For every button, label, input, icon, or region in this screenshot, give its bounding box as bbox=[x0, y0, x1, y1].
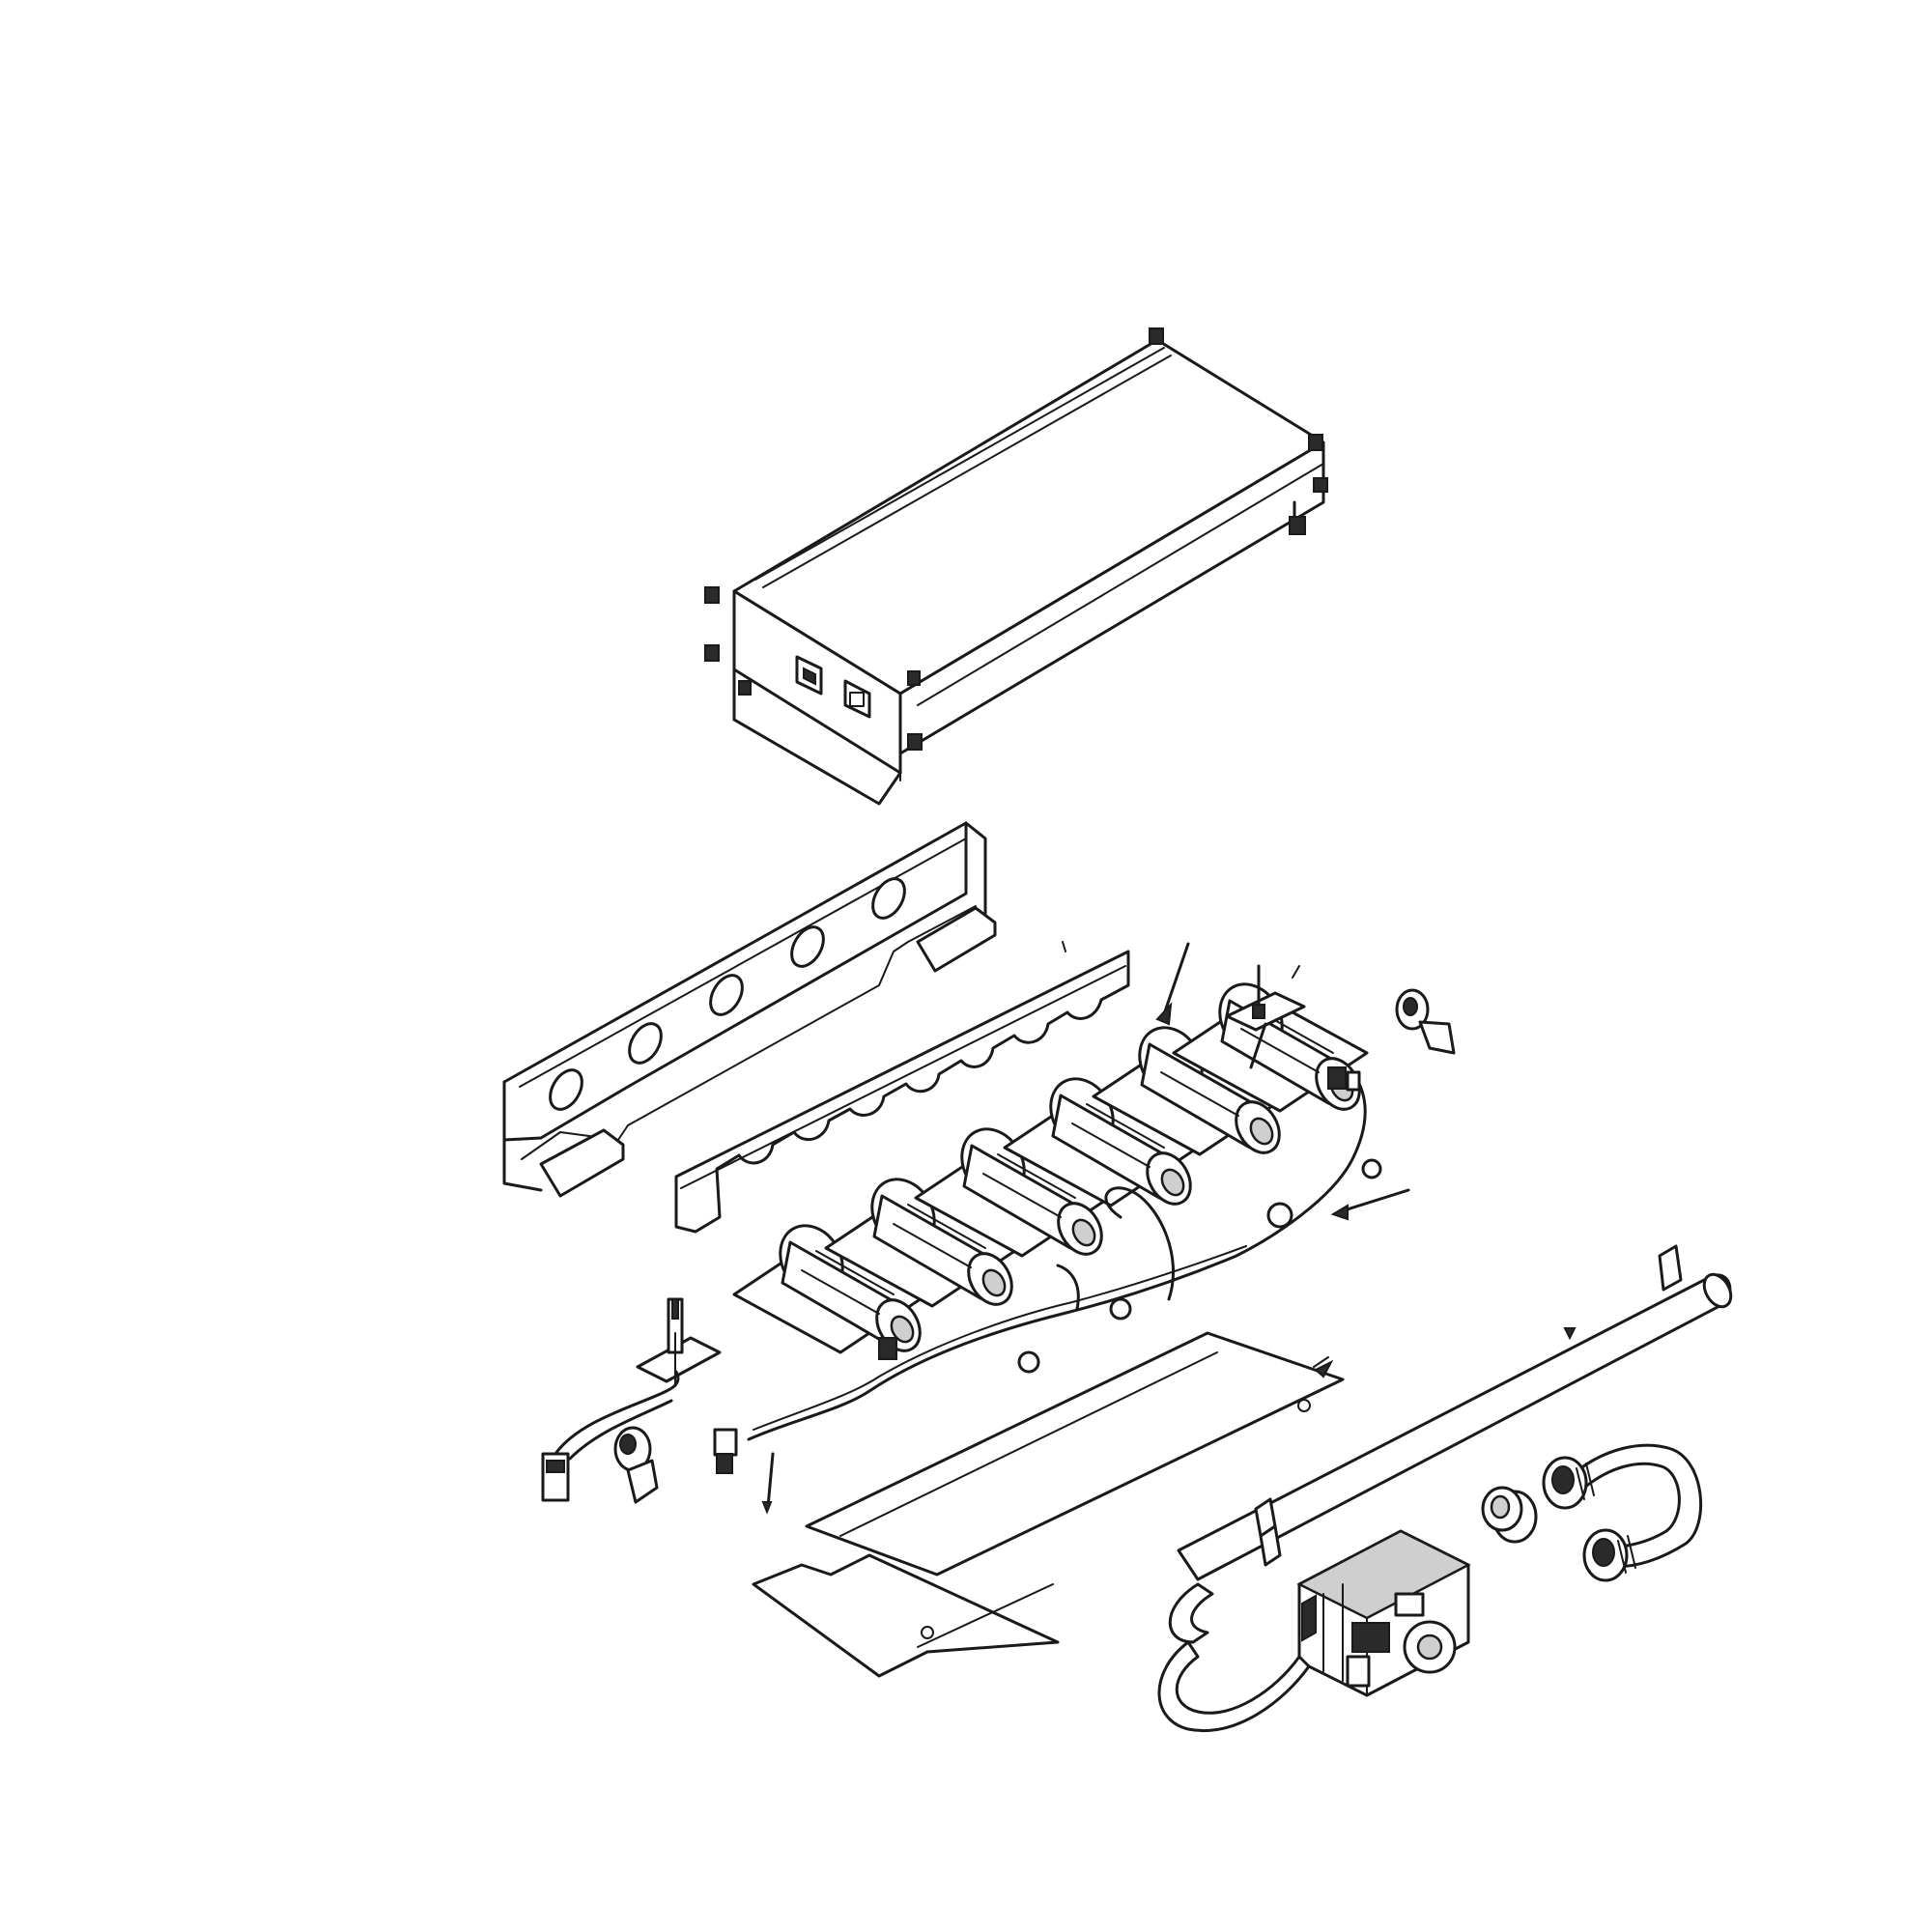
igniter-sensor bbox=[636, 1297, 722, 1387]
burner-front-panel bbox=[502, 821, 997, 1198]
heat-shield-plate-lower bbox=[752, 1553, 1060, 1678]
heat-shield-plate-upper bbox=[805, 1331, 1345, 1577]
threaded-end-icon bbox=[1542, 1456, 1629, 1582]
pipe-coupling bbox=[1481, 1486, 1538, 1544]
gas-manifold-pipe bbox=[1168, 1244, 1733, 1644]
combustion-chamber-housing bbox=[704, 327, 1328, 806]
burner-tube bbox=[824, 1178, 1021, 1308]
wire-harness bbox=[713, 1066, 1382, 1509]
burner-retainer-bracket bbox=[674, 950, 1130, 1234]
u-bend-fitting bbox=[1542, 1443, 1703, 1582]
gas-valve bbox=[1157, 1529, 1471, 1732]
housing-port-icon bbox=[795, 655, 871, 719]
burner-port-hole-icon bbox=[549, 877, 906, 1111]
burner-tube bbox=[1092, 1026, 1289, 1156]
burner-tube-row bbox=[732, 982, 1369, 1354]
corner-bolt-icon bbox=[704, 327, 1328, 751]
callout-arrows bbox=[761, 941, 1577, 1515]
limit-switch-top-right bbox=[1395, 988, 1456, 1055]
sensor-bracket-top bbox=[1225, 964, 1306, 1069]
flame-rollout-switch bbox=[541, 1370, 680, 1504]
burner-tube bbox=[732, 1224, 929, 1354]
